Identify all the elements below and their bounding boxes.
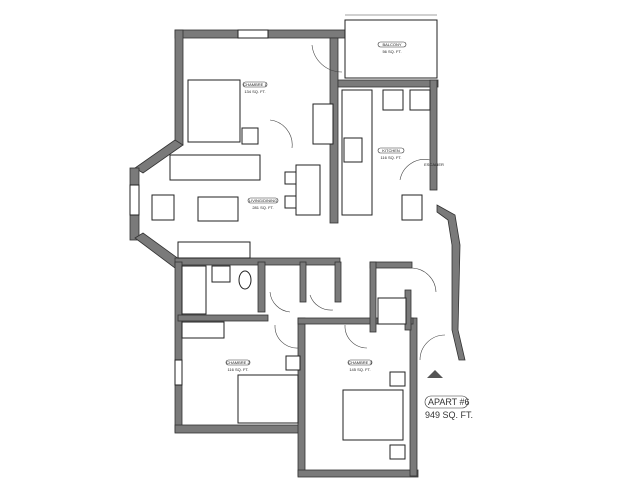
stool [284, 171, 297, 185]
sink [382, 89, 404, 111]
svg-text:949 SQ. FT.: 949 SQ. FT. [425, 410, 473, 420]
svg-text:BALCONY: BALCONY [382, 42, 401, 47]
window [174, 359, 183, 386]
svg-text:134 SQ. FT.: 134 SQ. FT. [244, 89, 265, 94]
window [129, 184, 140, 216]
dining-counter [295, 164, 321, 216]
washer [377, 297, 407, 325]
room-label-chambre3: CHAMBRE 3 145 SQ. FT. [347, 359, 372, 372]
nightstand [389, 444, 406, 460]
balcony [344, 14, 438, 79]
room-label-chambre1: CHAMBRE 1 134 SQ. FT. [242, 81, 267, 94]
svg-text:56 SQ. FT.: 56 SQ. FT. [382, 49, 401, 54]
stove [343, 137, 363, 163]
vanity [211, 265, 231, 283]
room-label-living: LIVING/DINING 281 SQ. FT. [247, 197, 279, 210]
room-label-chambre2: CHAMBRE 2 116 SQ. FT. [225, 359, 250, 372]
toilet [238, 270, 252, 290]
fridge [409, 89, 431, 111]
bed [187, 79, 241, 143]
room-label-kitchen: KITCHEN 116 SQ. FT. [377, 147, 405, 160]
furniture [151, 79, 431, 460]
escalier-label: ESCALIER [424, 162, 444, 167]
nightstand [241, 127, 259, 145]
svg-text:CHAMBRE 1: CHAMBRE 1 [243, 82, 267, 87]
bed [342, 389, 404, 441]
entry-arrow-icon [427, 370, 443, 378]
tv-console [177, 241, 251, 259]
nightstand [285, 355, 301, 371]
window [237, 29, 269, 39]
svg-text:CHAMBRE 3: CHAMBRE 3 [348, 360, 372, 365]
doors [269, 44, 446, 361]
nightstand [389, 371, 406, 387]
coffee-table [197, 196, 239, 222]
svg-text:LIVING/DINING: LIVING/DINING [249, 198, 277, 203]
armchair [151, 194, 175, 221]
stool [284, 195, 297, 209]
svg-text:116 SQ. FT.: 116 SQ. FT. [380, 155, 401, 160]
bathtub [181, 265, 207, 315]
svg-text:APART #6: APART #6 [428, 397, 470, 407]
apartment-label: APART #6 949 SQ. FT. [424, 395, 473, 420]
dresser [181, 321, 225, 339]
svg-text:145 SQ. FT.: 145 SQ. FT. [349, 367, 370, 372]
bed [237, 374, 299, 424]
stair-box [401, 194, 423, 221]
wardrobe [312, 103, 334, 145]
svg-text:281 SQ. FT.: 281 SQ. FT. [252, 205, 273, 210]
sofa [169, 154, 261, 181]
svg-text:CHAMBRE 2: CHAMBRE 2 [226, 360, 250, 365]
svg-text:116 SQ. FT.: 116 SQ. FT. [227, 367, 248, 372]
room-label-balcony: BALCONY 56 SQ. FT. [377, 41, 407, 54]
svg-text:KITCHEN: KITCHEN [382, 148, 400, 153]
